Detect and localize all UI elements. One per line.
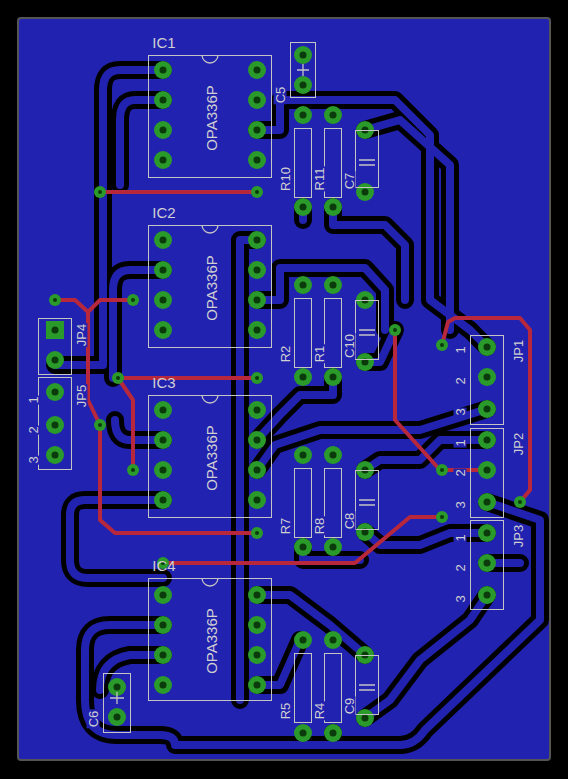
part-footprint: C6 <box>103 673 131 733</box>
part-name: JP5 <box>75 384 88 408</box>
ic-footprint: IC3OPA336P <box>148 395 272 518</box>
part-name: C5 <box>274 86 287 105</box>
part-name: JP4 <box>75 323 88 347</box>
part-value: OPA336P <box>204 254 219 322</box>
part-name: R11 <box>313 167 326 192</box>
part-footprint: R4 <box>324 653 342 723</box>
part-footprint: R10 <box>294 128 312 198</box>
part-footprint: R1 <box>324 298 342 368</box>
part-name: C8 <box>343 512 356 531</box>
part-footprint: JP1 <box>470 335 504 425</box>
pin-number: 1 <box>454 345 467 354</box>
part-footprint: R2 <box>294 298 312 368</box>
part-name: R4 <box>313 702 326 721</box>
part-footprint: C10 <box>355 300 379 360</box>
part-name: C7 <box>343 172 356 191</box>
part-footprint: C5 <box>290 42 316 98</box>
pin-number: 3 <box>454 407 467 416</box>
part-footprint: R11 <box>324 128 342 198</box>
part-name: R2 <box>279 345 292 364</box>
part-name: JP3 <box>512 524 525 548</box>
pin-number: 1 <box>454 438 467 447</box>
part-name: R1 <box>313 345 326 364</box>
part-name: IC4 <box>151 558 176 573</box>
part-name: C10 <box>343 333 356 359</box>
part-footprint: C7 <box>355 130 379 188</box>
part-footprint: JP4 <box>38 318 72 375</box>
part-name: JP1 <box>512 339 525 363</box>
part-footprint: JP2 <box>470 428 504 518</box>
part-footprint: C9 <box>355 655 379 715</box>
part-name: JP2 <box>512 432 525 456</box>
pin-number: 2 <box>454 468 467 477</box>
part-name: C6 <box>87 710 100 729</box>
pin-number: 3 <box>454 500 467 509</box>
pin-number: 2 <box>454 563 467 572</box>
part-footprint: JP5 <box>38 377 72 470</box>
part-name: C9 <box>343 697 356 716</box>
part-footprint: R7 <box>294 468 312 538</box>
part-name: R5 <box>279 702 292 721</box>
part-footprint: JP3 <box>470 520 504 610</box>
ic-footprint: IC2OPA336P <box>148 225 272 348</box>
part-name: R10 <box>279 166 292 192</box>
part-value: OPA336P <box>204 84 219 152</box>
part-value: OPA336P <box>204 607 219 675</box>
part-footprint: R8 <box>324 468 342 538</box>
pin-number: 2 <box>454 376 467 385</box>
pin-number: 1 <box>27 395 40 404</box>
ic-footprint: IC4OPA336P <box>148 578 272 701</box>
part-name: R7 <box>279 517 292 536</box>
part-name: IC2 <box>151 205 176 220</box>
part-name: R8 <box>313 517 326 536</box>
ic-footprint: IC1OPA336P <box>148 55 272 178</box>
pin-number: 3 <box>27 455 40 464</box>
pin-number: 3 <box>454 594 467 603</box>
pin-number: 1 <box>454 533 467 542</box>
part-name: IC3 <box>151 375 176 390</box>
part-name: IC1 <box>151 35 176 50</box>
part-value: OPA336P <box>204 424 219 492</box>
part-footprint: C8 <box>355 470 379 530</box>
pin-number: 2 <box>27 425 40 434</box>
part-footprint: R5 <box>294 653 312 723</box>
